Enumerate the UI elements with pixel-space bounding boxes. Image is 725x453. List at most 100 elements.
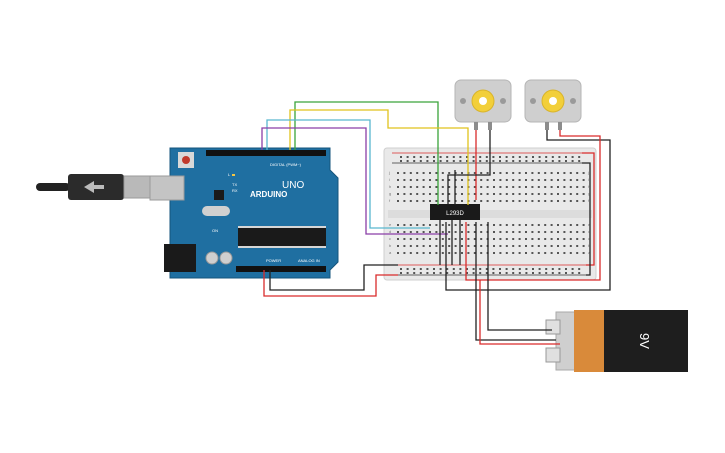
- breadboard-hole[interactable]: [569, 231, 572, 233]
- rail-hole[interactable]: [532, 268, 534, 270]
- usb-cable[interactable]: [36, 174, 169, 200]
- breadboard-hole[interactable]: [416, 193, 419, 195]
- breadboard-hole[interactable]: [499, 179, 502, 181]
- l293d-driver[interactable]: L293D: [430, 204, 480, 220]
- breadboard-hole[interactable]: [416, 231, 419, 233]
- breadboard-hole[interactable]: [563, 200, 566, 202]
- breadboard-hole[interactable]: [403, 200, 406, 202]
- breadboard-hole[interactable]: [544, 224, 547, 226]
- breadboard-hole[interactable]: [429, 186, 431, 188]
- breadboard-hole[interactable]: [531, 245, 534, 247]
- rail-hole[interactable]: [472, 272, 475, 274]
- breadboard-hole[interactable]: [448, 172, 451, 174]
- breadboard-hole[interactable]: [569, 252, 572, 254]
- breadboard-hole[interactable]: [563, 224, 566, 226]
- breadboard-hole[interactable]: [569, 179, 572, 181]
- breadboard-hole[interactable]: [557, 193, 559, 195]
- breadboard-hole[interactable]: [473, 172, 476, 174]
- breadboard-hole[interactable]: [505, 224, 508, 226]
- rail-hole[interactable]: [419, 156, 422, 158]
- breadboard-hole[interactable]: [441, 172, 444, 174]
- rail-hole[interactable]: [512, 160, 515, 162]
- breadboard-hole[interactable]: [409, 238, 412, 240]
- breadboard-hole[interactable]: [525, 245, 527, 247]
- rail-hole[interactable]: [545, 160, 548, 162]
- breadboard-hole[interactable]: [518, 224, 521, 226]
- breadboard-hole[interactable]: [467, 224, 470, 226]
- breadboard-hole[interactable]: [512, 172, 515, 174]
- wire-yellow[interactable]: [289, 109, 469, 205]
- breadboard-hole[interactable]: [525, 252, 527, 254]
- breadboard-hole[interactable]: [429, 200, 431, 202]
- breadboard-hole[interactable]: [409, 179, 412, 181]
- breadboard-hole[interactable]: [397, 238, 399, 240]
- breadboard-hole[interactable]: [563, 193, 566, 195]
- breadboard-hole[interactable]: [531, 252, 534, 254]
- rail-hole[interactable]: [505, 268, 508, 270]
- breadboard-hole[interactable]: [403, 245, 406, 247]
- wire-cyan[interactable]: [266, 119, 430, 229]
- breadboard-hole[interactable]: [544, 200, 547, 202]
- breadboard-hole[interactable]: [544, 186, 547, 188]
- breadboard-hole[interactable]: [473, 193, 476, 195]
- breadboard-hole[interactable]: [486, 200, 489, 202]
- breadboard-hole[interactable]: [397, 172, 399, 174]
- breadboard-hole[interactable]: [422, 186, 425, 188]
- breadboard-hole[interactable]: [416, 224, 419, 226]
- breadboard-hole[interactable]: [486, 179, 489, 181]
- breadboard-hole[interactable]: [569, 200, 572, 202]
- rail-hole[interactable]: [571, 272, 574, 274]
- rail-hole[interactable]: [466, 156, 468, 158]
- breadboard-hole[interactable]: [576, 172, 579, 174]
- breadboard-hole[interactable]: [448, 231, 451, 233]
- breadboard-hole[interactable]: [569, 193, 572, 195]
- breadboard-hole[interactable]: [486, 193, 489, 195]
- breadboard-hole[interactable]: [480, 238, 483, 240]
- breadboard-hole[interactable]: [563, 231, 566, 233]
- rail-hole[interactable]: [545, 156, 548, 158]
- breadboard-hole[interactable]: [441, 224, 444, 226]
- breadboard-hole[interactable]: [429, 172, 431, 174]
- breadboard-hole[interactable]: [518, 179, 521, 181]
- rail-hole[interactable]: [558, 272, 561, 274]
- breadboard-hole[interactable]: [512, 245, 515, 247]
- breadboard-hole[interactable]: [544, 231, 547, 233]
- breadboard-hole[interactable]: [435, 238, 438, 240]
- breadboard-hole[interactable]: [576, 252, 579, 254]
- breadboard-hole[interactable]: [486, 186, 489, 188]
- breadboard-hole[interactable]: [480, 252, 483, 254]
- breadboard-hole[interactable]: [473, 186, 476, 188]
- breadboard-hole[interactable]: [569, 245, 572, 247]
- breadboard-hole[interactable]: [557, 172, 559, 174]
- breadboard-hole[interactable]: [403, 238, 406, 240]
- breadboard-hole[interactable]: [461, 252, 463, 254]
- rail-hole[interactable]: [485, 156, 488, 158]
- breadboard-hole[interactable]: [512, 200, 515, 202]
- breadboard-hole[interactable]: [531, 200, 534, 202]
- breadboard-hole[interactable]: [576, 200, 579, 202]
- rail-hole[interactable]: [419, 160, 422, 162]
- breadboard-hole[interactable]: [582, 238, 585, 240]
- breadboard-hole[interactable]: [480, 179, 483, 181]
- rail-hole[interactable]: [518, 156, 521, 158]
- breadboard-hole[interactable]: [537, 231, 540, 233]
- breadboard-hole[interactable]: [499, 238, 502, 240]
- breadboard-hole[interactable]: [550, 231, 553, 233]
- rail-hole[interactable]: [505, 272, 508, 274]
- rail-hole[interactable]: [525, 268, 528, 270]
- breadboard-hole[interactable]: [493, 172, 495, 174]
- breadboard-hole[interactable]: [416, 172, 419, 174]
- breadboard-hole[interactable]: [461, 200, 463, 202]
- breadboard-hole[interactable]: [544, 172, 547, 174]
- breadboard-hole[interactable]: [441, 231, 444, 233]
- breadboard-hole[interactable]: [435, 245, 438, 247]
- breadboard-hole[interactable]: [525, 231, 527, 233]
- breadboard-hole[interactable]: [582, 231, 585, 233]
- breadboard-hole[interactable]: [461, 245, 463, 247]
- breadboard-hole[interactable]: [563, 238, 566, 240]
- breadboard-hole[interactable]: [448, 245, 451, 247]
- breadboard-hole[interactable]: [525, 224, 527, 226]
- breadboard-hole[interactable]: [576, 245, 579, 247]
- breadboard-hole[interactable]: [409, 245, 412, 247]
